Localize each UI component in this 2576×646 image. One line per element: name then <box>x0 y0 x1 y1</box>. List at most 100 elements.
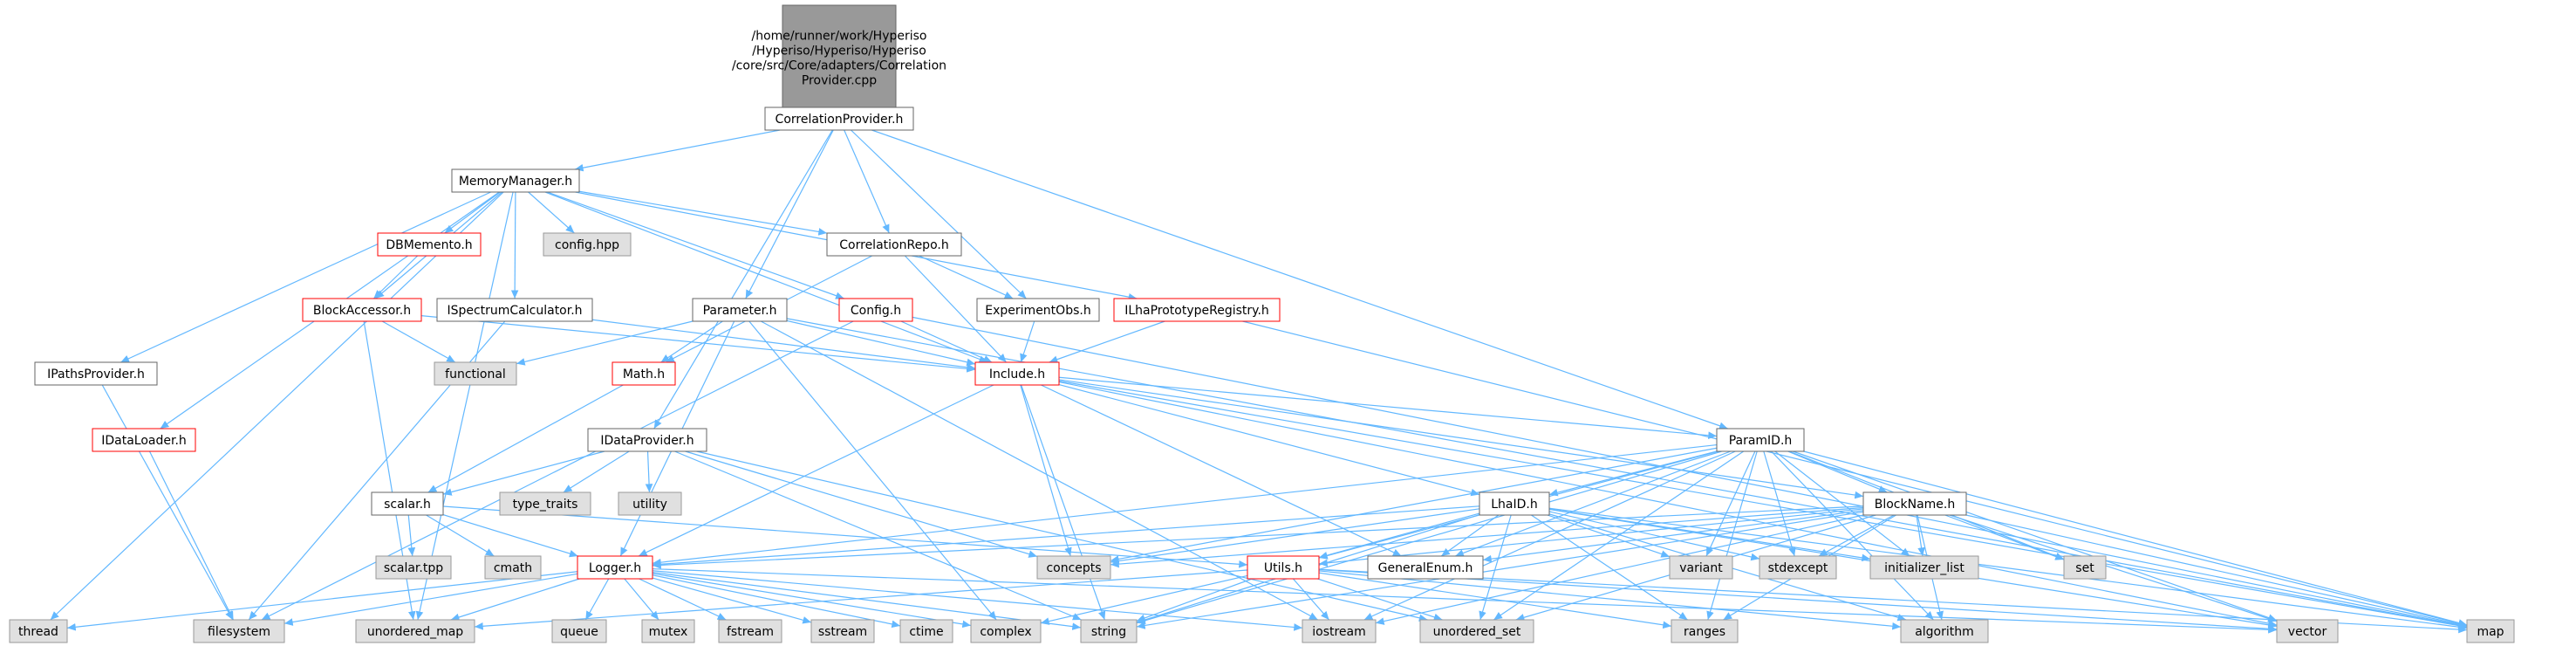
node-box-MemoryManager <box>451 168 580 193</box>
node-label-root: /Hyperiso/Hyperiso/Hyperiso <box>752 45 926 58</box>
node-ILhaPrototypeRegistry[interactable]: ILhaPrototypeRegistry.h <box>1113 298 1281 322</box>
edge-IDataProvider-to-concepts <box>685 450 1038 558</box>
node-IDataProvider[interactable]: IDataProvider.h <box>587 428 707 452</box>
edge-LhaID-to-variant <box>1547 514 1671 558</box>
node-box-concepts <box>1036 555 1111 580</box>
node-map: map <box>2466 619 2515 643</box>
edge-BlockName-to-stdexcept <box>1818 514 1895 557</box>
edge-CorrelationProvider-to-MemoryManager <box>574 129 781 172</box>
edge-BlockName-to-set <box>1944 514 2065 560</box>
node-label-Logger: Logger.h <box>589 561 641 575</box>
node-box-Logger <box>577 555 653 580</box>
edge-scalar-to-Utils <box>442 505 1248 568</box>
node-mutex: mutex <box>641 619 695 643</box>
edge-Utils-to-string <box>1136 578 1253 622</box>
node-label-IPathsProvider: IPathsProvider.h <box>47 368 145 381</box>
node-iostream: iostream <box>1302 619 1377 643</box>
node-utility: utility <box>618 491 682 516</box>
edge-IDataProvider-to-scalar <box>442 450 605 496</box>
edge-Utils-to-algorithm <box>1318 570 1902 630</box>
node-box-LhaID <box>1479 491 1550 516</box>
edge-scalar-to-scalartpp <box>407 514 416 557</box>
edge-Include-to-concepts <box>1020 384 1072 557</box>
edge-CorrelationProvider-to-ExperimentObs <box>851 129 1027 299</box>
node-string: string <box>1080 619 1138 643</box>
edge-Include-to-ParamID <box>1058 376 1718 439</box>
node-IPathsProvider[interactable]: IPathsProvider.h <box>34 361 158 386</box>
node-complex: complex <box>970 619 1042 643</box>
node-label-CorrelationRepo: CorrelationRepo.h <box>839 238 948 252</box>
node-GeneralEnum[interactable]: GeneralEnum.h <box>1367 555 1484 580</box>
node-box-variant <box>1669 555 1733 580</box>
node-box-scalartpp <box>375 555 452 580</box>
node-CorrelationProvider[interactable]: CorrelationProvider.h <box>764 107 914 131</box>
edge-ExperimentObs-to-Include <box>1020 320 1035 363</box>
node-label-DBMemento: DBMemento.h <box>386 238 472 252</box>
edge-BlockAccessor-to-Include <box>420 315 976 373</box>
node-label-queue: queue <box>560 625 598 639</box>
node-label-ISpectrumCalculator: ISpectrumCalculator.h <box>447 304 582 318</box>
node-box-cmath <box>484 555 542 580</box>
node-scalar[interactable]: scalar.h <box>371 491 444 516</box>
node-label-CorrelationProvider: CorrelationProvider.h <box>776 113 904 127</box>
edge-IPathsProvider-to-filesystem <box>101 384 234 621</box>
edge-Utils-to-complex <box>1040 574 1248 625</box>
node-Config[interactable]: Config.h <box>838 298 913 322</box>
edge-Config-to-filesystem <box>261 320 854 621</box>
node-BlockAccessor[interactable]: BlockAccessor.h <box>302 298 422 322</box>
node-BlockName[interactable]: BlockName.h <box>1862 491 1967 516</box>
node-label-ExperimentObs: ExperimentObs.h <box>985 304 1090 318</box>
node-Parameter[interactable]: Parameter.h <box>692 298 788 322</box>
edge-MemoryManager-to-Include <box>544 191 988 363</box>
edge-layer <box>50 107 2468 634</box>
edge-Logger-to-complex <box>652 573 972 629</box>
node-stdexcept: stdexcept <box>1759 555 1837 580</box>
edge-Math-to-scalar <box>427 384 624 493</box>
node-concepts: concepts <box>1036 555 1111 580</box>
edge-Include-to-string <box>1021 384 1106 621</box>
node-box-queue <box>551 619 607 643</box>
node-DBMemento[interactable]: DBMemento.h <box>377 232 482 257</box>
edge-ParamID-to-BlockName <box>1787 450 1888 493</box>
node-Math[interactable]: Math.h <box>612 361 676 386</box>
edge-Config-to-Include <box>900 320 993 363</box>
edge-Logger-to-filesystem <box>284 573 578 626</box>
node-ExperimentObs[interactable]: ExperimentObs.h <box>976 298 1100 322</box>
node-box-iostream <box>1302 619 1377 643</box>
node-label-ranges: ranges <box>1684 625 1725 639</box>
node-filesystem: filesystem <box>193 619 285 643</box>
node-box-ExperimentObs <box>976 298 1100 322</box>
node-Include[interactable]: Include.h <box>974 361 1060 386</box>
edge-Parameter-to-map <box>786 318 2468 629</box>
node-label-thread: thread <box>18 625 58 639</box>
node-label-string: string <box>1091 625 1126 639</box>
node-LhaID[interactable]: LhaID.h <box>1479 491 1550 516</box>
edge-ParamID-to-stdexcept <box>1763 450 1796 557</box>
node-root[interactable]: /home/runner/work/Hyperiso/Hyperiso/Hype… <box>732 4 946 111</box>
edge-ParamID-to-string <box>1136 450 1722 625</box>
edge-BlockName-to-map <box>1965 514 2468 629</box>
node-IDataLoader[interactable]: IDataLoader.h <box>92 428 196 452</box>
edge-Logger-to-iostream <box>652 570 1303 631</box>
node-label-complex: complex <box>980 625 1031 639</box>
node-MemoryManager[interactable]: MemoryManager.h <box>451 168 580 193</box>
node-label-cmath: cmath <box>494 561 532 575</box>
edge-MemoryManager-to-ISpectrumCalculator <box>510 191 519 299</box>
edge-Include-to-BlockName <box>1058 379 1864 499</box>
node-ISpectrumCalculator[interactable]: ISpectrumCalculator.h <box>436 298 593 322</box>
node-label-Parameter: Parameter.h <box>703 304 777 318</box>
node-Utils[interactable]: Utils.h <box>1247 555 1320 580</box>
node-CorrelationRepo[interactable]: CorrelationRepo.h <box>826 232 962 257</box>
node-Logger[interactable]: Logger.h <box>577 555 653 580</box>
edge-scalar-to-cmath <box>426 514 495 557</box>
edge-CorrelationProvider-to-CorrelationRepo <box>844 129 890 234</box>
node-label-ParamID: ParamID.h <box>1729 434 1793 448</box>
node-label-root: Provider.cpp <box>802 74 877 88</box>
node-ParamID[interactable]: ParamID.h <box>1716 428 1805 452</box>
edge-Logger-to-unordered_map <box>450 578 580 622</box>
node-box-initializer_list <box>1869 555 1979 580</box>
edge-Logger-to-mutex <box>624 578 659 621</box>
edge-ParamID-to-algorithm <box>1771 450 1934 621</box>
node-box-scalar <box>371 491 444 516</box>
node-label-utility: utility <box>632 498 667 512</box>
